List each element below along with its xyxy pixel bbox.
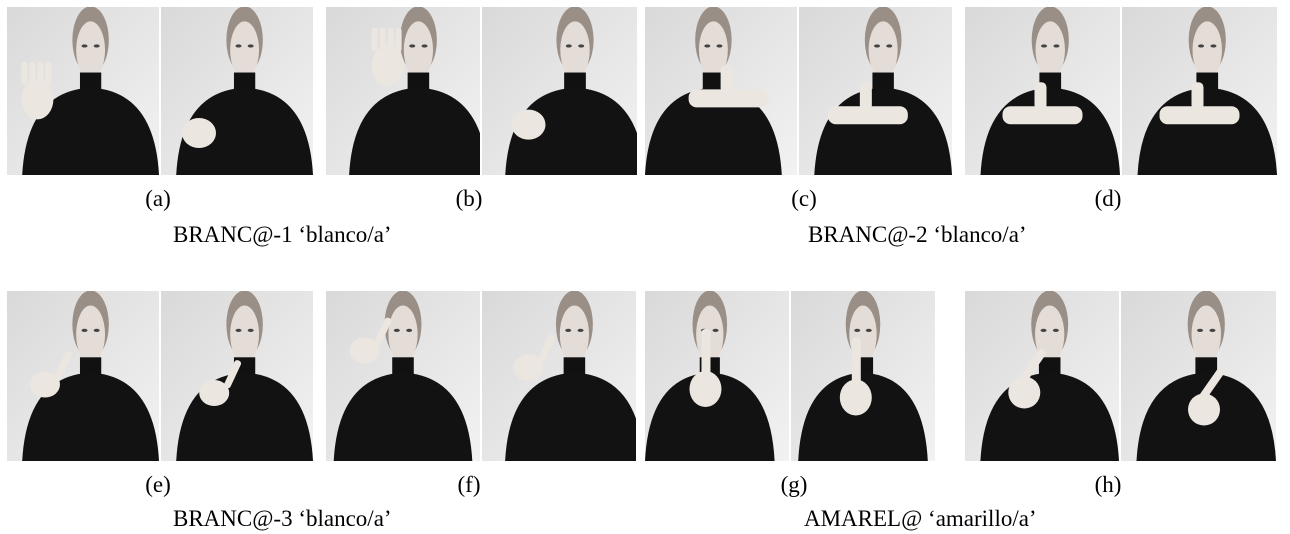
panel-label-b: (b) bbox=[455, 186, 483, 211]
photo-panel-g bbox=[645, 291, 935, 461]
panel-label-h: (h) bbox=[1094, 472, 1122, 497]
panel-label-a: (a) bbox=[145, 186, 171, 211]
photo-frame-a-1 bbox=[7, 7, 159, 175]
panel-label-f: (f) bbox=[457, 472, 481, 497]
photo-divider bbox=[159, 7, 161, 175]
photo-panel-e bbox=[7, 291, 313, 461]
photo-frame-e-2 bbox=[161, 291, 313, 461]
photo-frame-b-2 bbox=[482, 7, 637, 175]
caption-branc-3: BRANC@-3 ‘blanco/a’ bbox=[173, 506, 392, 531]
panel-label-e: (e) bbox=[145, 472, 171, 497]
photo-divider bbox=[480, 7, 482, 175]
photo-panel-d bbox=[965, 7, 1277, 175]
photo-divider bbox=[789, 291, 791, 461]
photo-frame-g-1 bbox=[645, 291, 789, 461]
panel-label-d: (d) bbox=[1094, 186, 1122, 211]
photo-divider bbox=[159, 291, 161, 461]
photo-frame-d-1 bbox=[965, 7, 1120, 175]
caption-branc-1: BRANC@-1 ‘blanco/a’ bbox=[173, 222, 392, 247]
photo-divider bbox=[1119, 291, 1121, 461]
photo-frame-h-2 bbox=[1121, 291, 1276, 461]
photo-divider bbox=[1120, 7, 1122, 175]
photo-frame-c-2 bbox=[799, 7, 952, 175]
photo-frame-c-1 bbox=[645, 7, 797, 175]
photo-frame-f-2 bbox=[482, 291, 636, 461]
photo-panel-a bbox=[7, 7, 313, 175]
photo-panel-c bbox=[645, 7, 952, 175]
photo-frame-a-2 bbox=[161, 7, 313, 175]
panel-label-c: (c) bbox=[791, 186, 817, 211]
photo-divider bbox=[480, 291, 482, 461]
photo-frame-d-2 bbox=[1122, 7, 1277, 175]
photo-panel-f bbox=[326, 291, 636, 461]
photo-panel-h bbox=[965, 291, 1276, 461]
caption-amarel: AMAREL@ ‘amarillo/a’ bbox=[804, 506, 1037, 531]
photo-frame-f-1 bbox=[326, 291, 480, 461]
photo-divider bbox=[797, 7, 799, 175]
caption-branc-2: BRANC@-2 ‘blanco/a’ bbox=[808, 222, 1027, 247]
photo-panel-b bbox=[326, 7, 637, 175]
photo-frame-b-1 bbox=[326, 7, 480, 175]
photo-frame-g-2 bbox=[791, 291, 935, 461]
photo-frame-e-1 bbox=[7, 291, 159, 461]
panel-label-g: (g) bbox=[780, 472, 808, 497]
photo-frame-h-1 bbox=[965, 291, 1119, 461]
